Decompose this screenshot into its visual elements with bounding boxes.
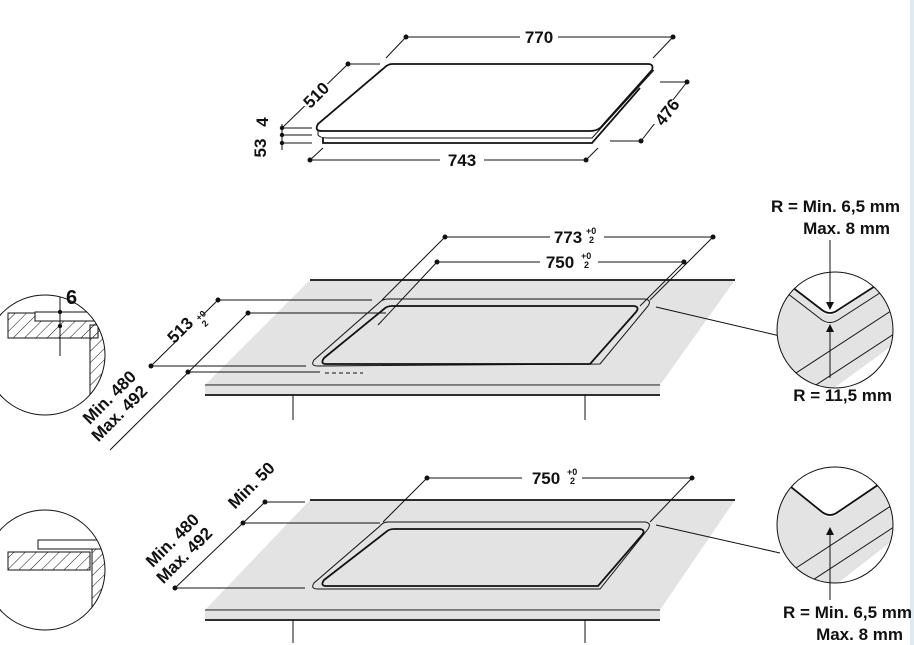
tolerance-plus: +0	[586, 226, 596, 236]
corner-detail-circle	[777, 469, 893, 583]
tolerance-minus: 2	[200, 318, 211, 329]
hob-glass-top	[315, 63, 654, 132]
tolerance-plus: +0	[581, 251, 591, 261]
flush-install-drawing: 773 +0 2 750 +0 2 513 +0 2 Min. 480 Max.…	[0, 197, 900, 451]
hob-body-width-label: 743	[448, 151, 476, 170]
window-edge-strip	[910, 0, 914, 645]
hob-glass-edge	[317, 69, 655, 139]
corner-radius-min-label: R = Min. 6,5 mm	[771, 197, 900, 216]
hob-width-label: 770	[525, 28, 553, 47]
cutout-outer	[312, 521, 650, 590]
tolerance-minus: 2	[589, 235, 594, 245]
cutout-inner	[321, 305, 639, 365]
countertop	[205, 500, 735, 610]
outer-radius-label: R = 11,5 mm	[793, 386, 892, 405]
countertop	[205, 280, 735, 385]
cutout-width-label: 750	[532, 469, 560, 488]
standard-install-drawing: 750 +0 2 Min. 480 Max. 492 Min. 50 R = M…	[0, 458, 912, 644]
tolerance-minus: 2	[570, 476, 575, 486]
glass-thickness-label: 4	[253, 117, 272, 127]
cutout-inner	[321, 528, 645, 587]
front-min-label: Min. 50	[224, 458, 278, 512]
corner-radius-max-label: Max. 8 mm	[816, 625, 903, 644]
cutout-outer	[312, 298, 650, 367]
tolerance-minus: 2	[584, 260, 589, 270]
corner-radius-max-label: Max. 8 mm	[803, 219, 890, 238]
cutout-inner-width-label: 750	[546, 253, 574, 272]
cutout-outer-width-label: 773	[554, 228, 582, 247]
tolerance-plus: +0	[567, 467, 577, 477]
hob-body	[322, 87, 641, 144]
corner-radius-min-label: R = Min. 6,5 mm	[783, 603, 912, 622]
step-detail-circle	[7, 539, 105, 630]
body-height-label: 53	[251, 139, 270, 158]
hob-drawing: 770 510 476 743 4 53	[251, 28, 690, 170]
step-depth-label: 6	[66, 287, 77, 309]
